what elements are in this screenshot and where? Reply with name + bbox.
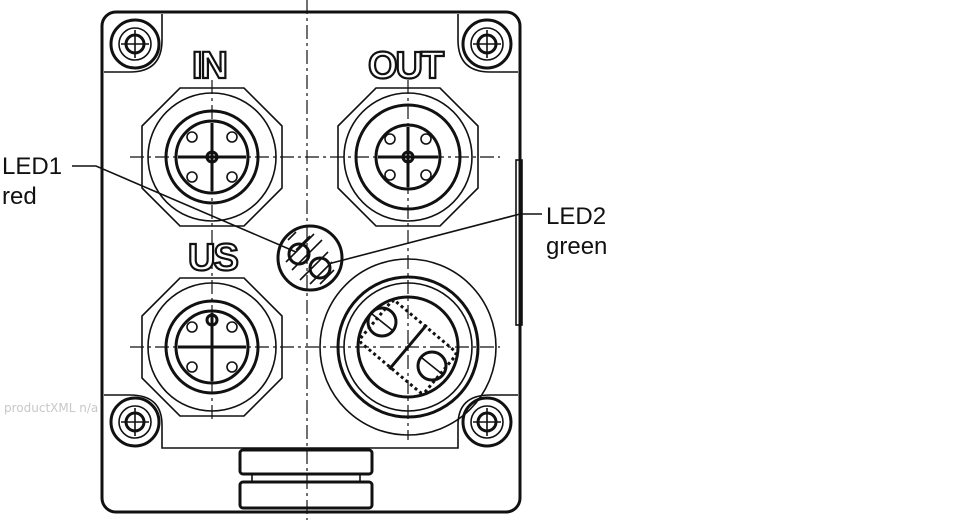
connector-out-icon bbox=[337, 87, 479, 227]
led2-color: green bbox=[546, 233, 607, 260]
connector-in-icon bbox=[141, 87, 283, 227]
port-label-out: OUT bbox=[368, 45, 444, 87]
cable-gland-icon bbox=[238, 448, 374, 510]
led2-leader-line bbox=[327, 213, 542, 265]
screw-icon bbox=[109, 18, 161, 70]
port-label-in: IN bbox=[192, 45, 226, 87]
housing-outline bbox=[100, 10, 522, 514]
led1-color: red bbox=[2, 183, 37, 210]
corner-screws bbox=[109, 18, 513, 448]
housing-flange bbox=[104, 14, 518, 449]
connector-us-icon bbox=[141, 277, 283, 417]
screw-icon bbox=[461, 396, 513, 448]
led1-label: LED1 bbox=[2, 153, 62, 180]
port-label-us: US bbox=[188, 237, 237, 279]
side-rail bbox=[515, 159, 523, 326]
screw-icon bbox=[109, 396, 161, 448]
led-window-icon bbox=[276, 224, 344, 292]
led2-label: LED2 bbox=[546, 203, 606, 230]
configuration-cap-icon bbox=[319, 258, 497, 436]
screw-icon bbox=[461, 18, 513, 70]
watermark-text: productXML n/a bbox=[4, 401, 98, 415]
led1-leader-line bbox=[72, 165, 297, 253]
